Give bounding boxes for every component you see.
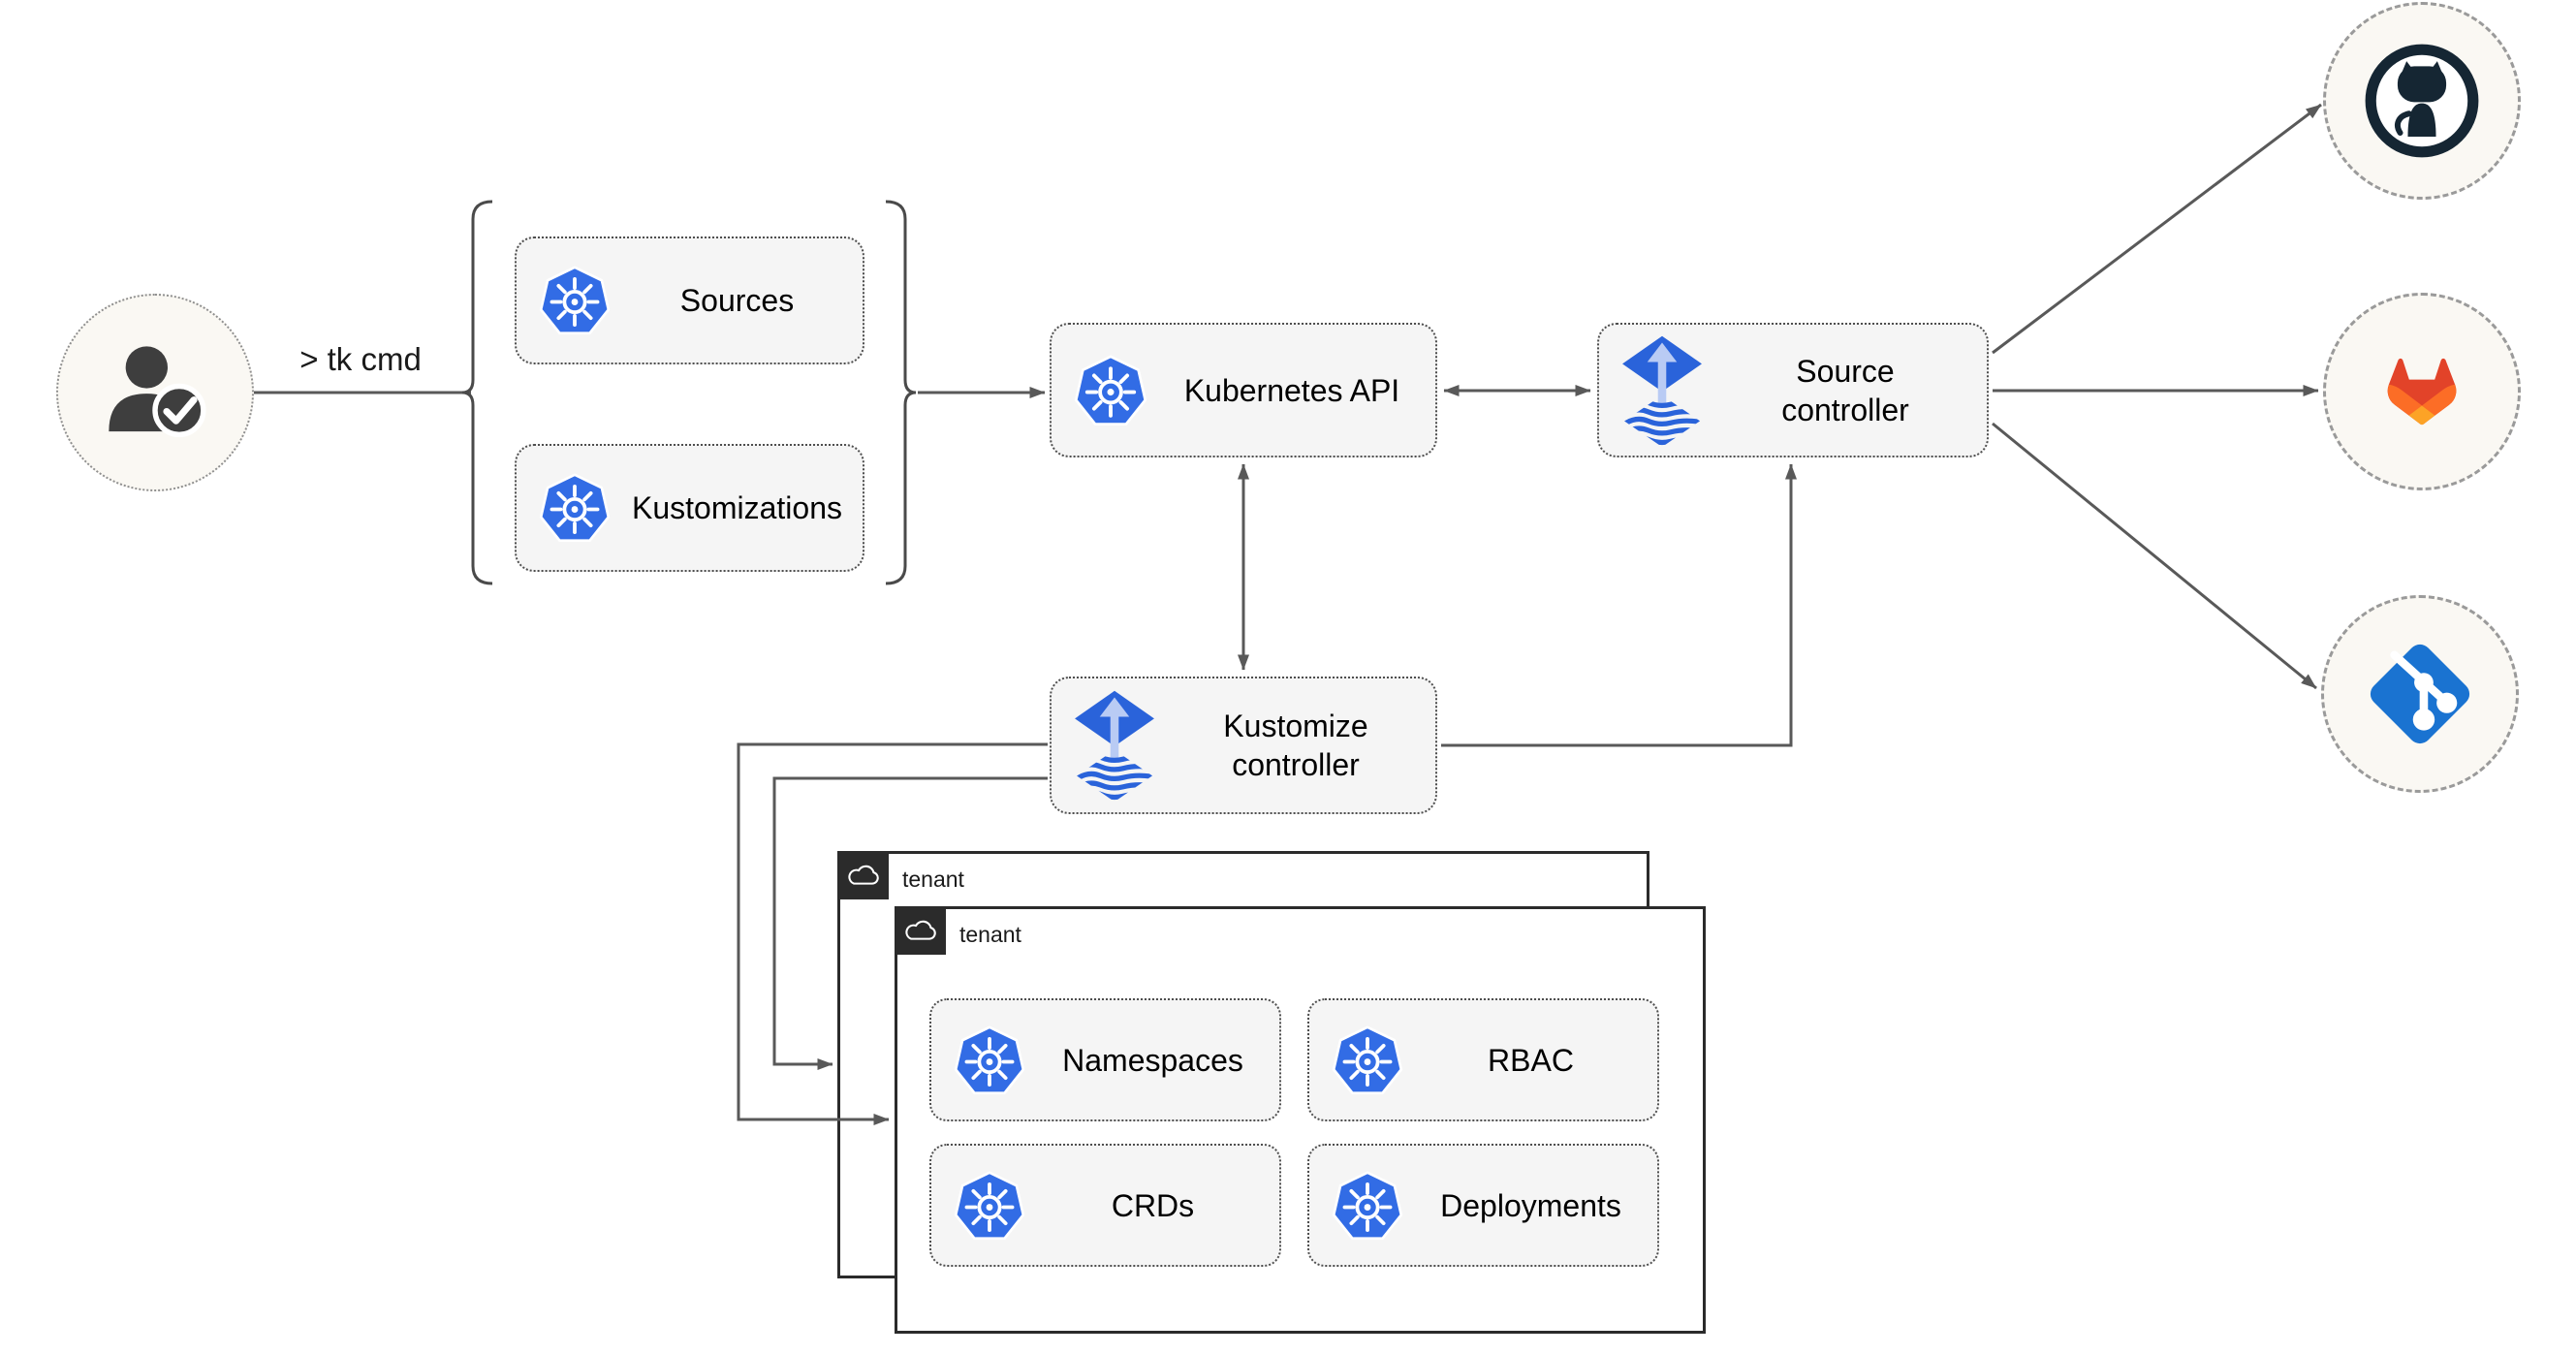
tk-cmd-label: > tk cmd [299,341,422,377]
cloud-icon [903,918,938,944]
tenant-label: tenant [959,922,1021,947]
user-check-icon [109,346,206,438]
user-avatar [56,294,254,491]
flux-icon [1620,332,1704,449]
node-kustomize-controller: Kustomize controller [1050,677,1437,814]
left-brace [461,200,493,585]
github-logo-icon [2365,44,2479,158]
node-rbac: RBAC [1307,998,1659,1121]
node-label: Deployments [1440,1187,1621,1223]
github-repository [2323,2,2521,200]
arrow-kustomize-to-source-controller [1441,463,1797,747]
kubernetes-icon [538,262,612,339]
node-kustomizations: Kustomizations [515,444,864,572]
node-crds: CRDs [929,1144,1281,1267]
kubernetes-icon [1331,1166,1404,1245]
node-label: Kustomize controller [1223,709,1368,782]
node-deployments: Deployments [1307,1144,1659,1267]
arrow-source-controller-to-github [1992,103,2322,355]
arrow-source-controller-to-git [1992,422,2317,690]
node-namespaces: Namespaces [929,998,1281,1121]
tenant-tab [895,906,946,955]
node-sources: Sources [515,236,864,364]
node-label: Kustomizations [632,490,842,525]
tenant-label: tenant [902,867,964,892]
node-label: Namespaces [1062,1042,1243,1078]
git-repository [2321,595,2519,793]
node-label: RBAC [1488,1042,1574,1078]
node-kubernetes-api: Kubernetes API [1050,323,1437,457]
kubernetes-icon [538,469,612,547]
node-label: Sources [679,283,795,318]
node-label: Kubernetes API [1183,372,1400,408]
right-brace [885,200,917,585]
flux-icon [1073,687,1156,804]
git-logo-icon [2370,644,2470,744]
cloud-icon [846,863,881,889]
node-source-controller: Source controller [1597,323,1989,457]
kubernetes-icon [1073,351,1148,430]
tenant-front-box: tenant Namespaces RBAC CRDs Deployments [895,906,1706,1334]
gitlab-repository [2323,293,2521,490]
tenant-tab [837,851,889,899]
kubernetes-icon [953,1166,1026,1245]
kubernetes-icon [1331,1021,1404,1100]
gitlab-logo-icon [2387,358,2457,425]
node-label: Source controller [1781,353,1909,427]
kubernetes-icon [953,1021,1026,1100]
node-label: CRDs [1111,1187,1195,1223]
